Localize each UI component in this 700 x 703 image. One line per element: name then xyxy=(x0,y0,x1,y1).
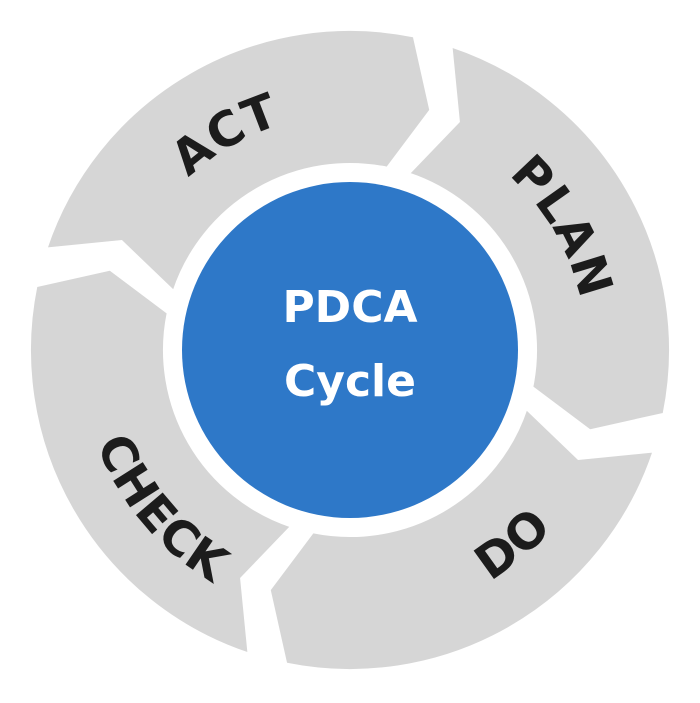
act-segment xyxy=(45,29,432,293)
check-segment xyxy=(29,268,293,655)
center-title-line2: Cycle xyxy=(284,356,416,407)
do-segment xyxy=(268,407,655,671)
cycle-ring xyxy=(29,29,671,671)
center-title-line1: PDCA xyxy=(282,282,417,333)
plan-segment xyxy=(407,45,671,432)
center-circle xyxy=(182,182,518,518)
